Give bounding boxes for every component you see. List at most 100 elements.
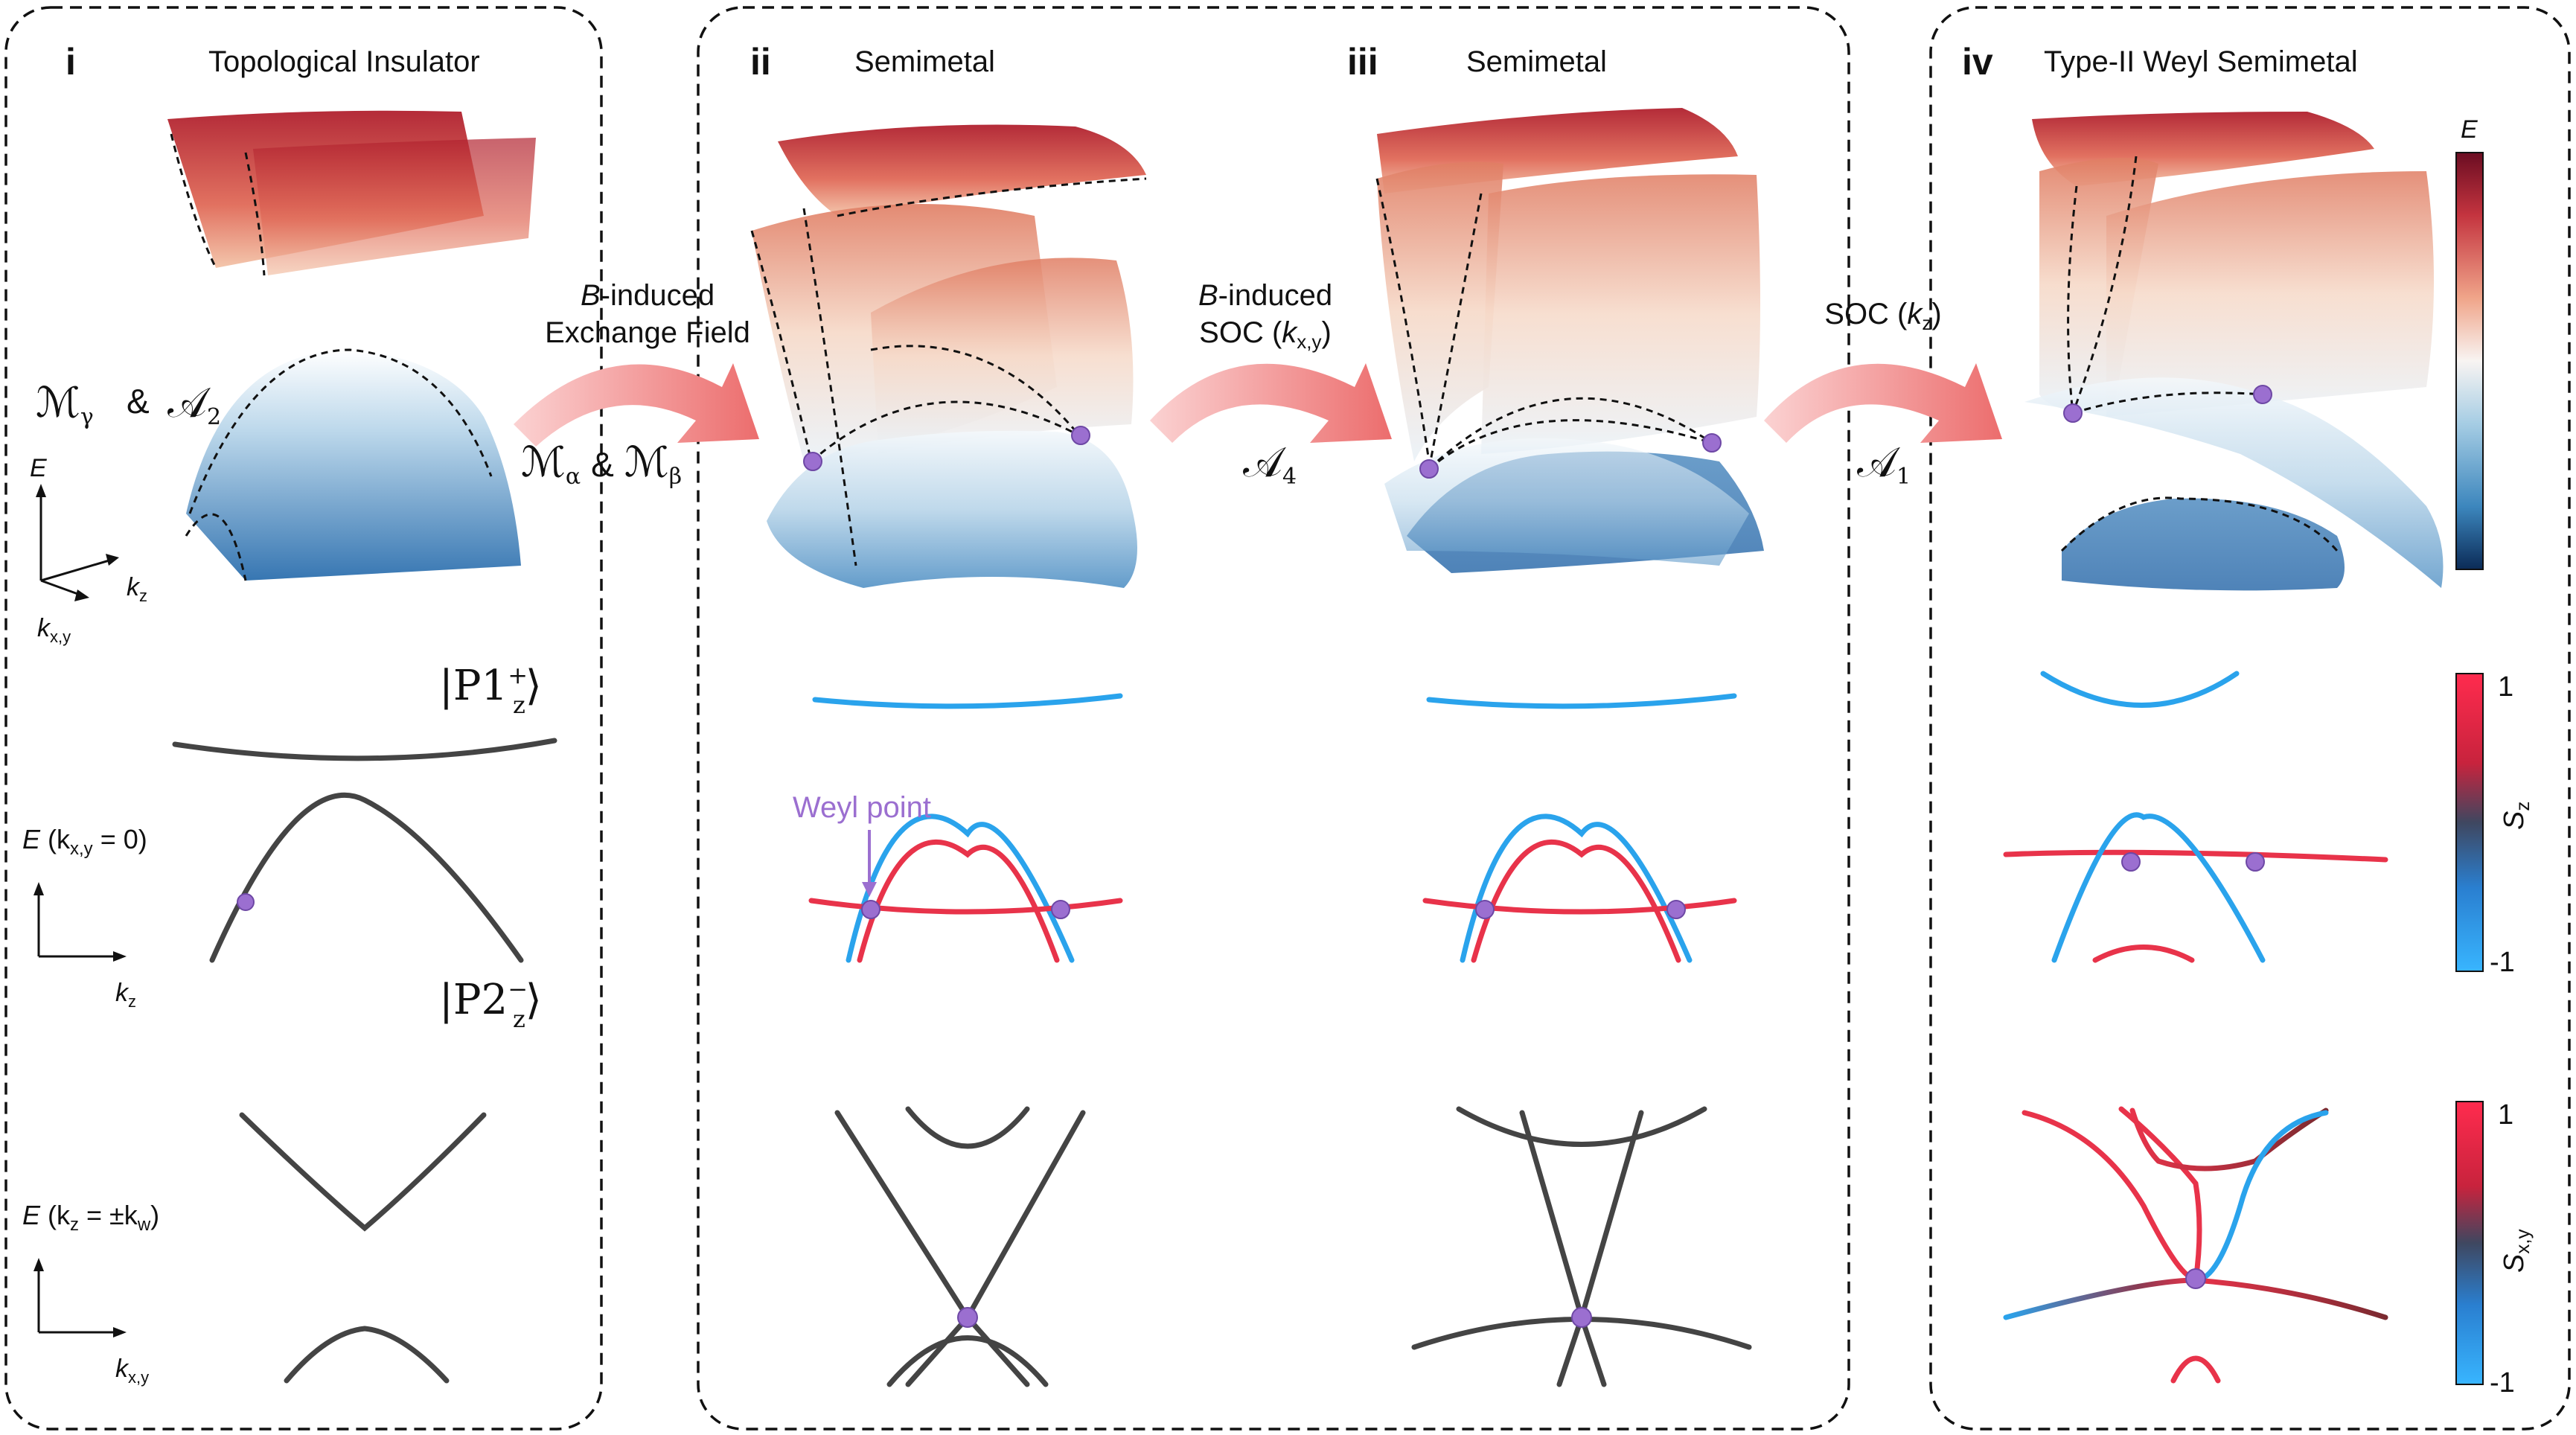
weyl-point-ii-kxy [957,1307,978,1328]
panel-i-title: Topological Insulator [208,45,480,78]
blue-parabola [1460,814,1693,963]
panel-i-number: i [65,41,76,83]
crossing-line-left [1519,1110,1607,1387]
panel-iii-kz-cut [1422,693,1737,963]
panel-i-kz-cut [172,738,557,963]
colorbar-sxy-min: -1 [2490,1367,2515,1399]
arrow2-symmetry: 𝒜4 [1243,438,1297,490]
panel-i-symmetry-label: ℳγ & 𝒜2 [36,379,221,430]
right-lower-branch [2193,1277,2388,1320]
valence-band-surface [186,350,521,581]
band-edges [2060,156,2339,552]
colorbar-energy [2455,152,2484,570]
red-flat-band [808,898,1123,915]
transition-arrow-1 [514,363,759,447]
transition-arrow-2 [1150,363,1392,443]
crossing-line-right [1556,1110,1644,1387]
left-lower-branch [2003,1277,2199,1320]
colorbar-sxy-max: 1 [2498,1099,2513,1131]
arrow1-line1: B-induced [581,279,715,312]
lower-band-front [1384,438,1749,566]
blue-flat-band [812,693,1123,709]
panel-iv-kz-cut [2003,671,2388,963]
panel-iv-title: Type-II Weyl Semimetal [2044,45,2358,78]
upper-arc-blue [2193,1180,2202,1283]
lower-arc [2170,1355,2221,1384]
lower-band [2062,498,2345,591]
weyl-point-3d-iv-right [2253,385,2272,404]
blue-branch [2193,1110,2329,1283]
weyl-point-iii-kz-right [1666,900,1686,919]
band-edges [750,177,1147,566]
lower-band [767,430,1137,588]
cut2-kxy-label: kx,y [115,1355,149,1387]
upper-band-right [2106,171,2434,417]
arrow1-line2: Exchange Field [545,316,750,349]
arrow2-line1: B-induced [1198,279,1332,312]
upper-arc [1456,1106,1707,1147]
colorbar-sxy-label: Sx,y [2499,1229,2534,1273]
panel-ii-title: Semimetal [854,45,995,78]
panel-i-3d-bands [167,110,536,581]
weyl-point-iii-kz-left [1475,900,1495,919]
upper-band-middle [1377,162,1503,461]
weyl-point-iii-kxy [1571,1307,1592,1328]
weyl-point-3d-ii-right [1071,426,1090,445]
state-P1-plus: |P1+z⟩ [439,661,542,719]
panel-ii-kz-cut [808,693,1123,963]
blue-parabola [846,814,1075,963]
panel-i-kxy-cut [239,1112,487,1384]
weyl-point-label: Weyl point [793,791,931,824]
gapped-lower-curve [284,1326,450,1384]
weyl-point-iv-kxy [2185,1268,2206,1289]
panel-frame-iv [1929,6,2571,1431]
gapped-upper-curve [239,1112,487,1232]
cut1-energy-label: E(kx,y = 0) [22,824,147,859]
weyl-point-ii-kz-right [1051,900,1070,919]
arrow1-symmetry: ℳα&ℳβ [521,438,682,490]
panel-iii-title: Semimetal [1466,45,1607,78]
cut2-axis [33,1258,127,1337]
colorbar-sz-max: 1 [2498,671,2513,703]
arrow3-symmetry: 𝒜1 [1857,438,1911,490]
red-flat-band [2003,849,2388,863]
axis-3d-kz-label: kz [127,573,147,605]
weyl-point-3d-iii-left [1419,459,1439,479]
panel-iii-number: iii [1347,41,1378,83]
panel-ii-3d-bands [750,124,1147,588]
colorbar-sxy [2455,1101,2484,1385]
panel-ii-kxy-cut [834,1106,1086,1387]
panel-iii-kxy-cut [1411,1106,1752,1387]
weyl-point-3d-ii-left [803,452,822,471]
conduction-band-edge [170,133,266,276]
weyl-point-iv-kz-right [2246,852,2265,872]
symmetry-A-2: 𝒜2 [167,379,221,430]
valence-band-edge [185,348,493,581]
panel-frame-ii-iii [697,6,1850,1431]
blue-flat-band [1426,693,1737,709]
cut2-energy-label: E(kz = ±kw) [22,1200,159,1235]
upper-band-right [1481,174,1760,454]
transition-arrow-3 [1764,363,2002,443]
red-parabola [857,839,1060,963]
symmetry-M-gamma: ℳγ [36,379,94,430]
weyl-point-marker [237,893,255,911]
upper-gapped-band [2129,1108,2329,1172]
colorbar-sz-label: Sz [2499,802,2534,830]
blue-parabola [2051,812,2266,963]
red-parabola [1471,839,1681,963]
upper-band-right [871,258,1134,454]
colorbar-sz-min: -1 [2490,947,2515,978]
colorbar-sz [2455,673,2484,972]
weyl-point-pointer [862,830,877,897]
cut1-axis [33,882,127,962]
arrow3-line1: SOC (kz) [1824,298,1941,334]
upper-arc-red [2118,1106,2199,1186]
valence-band-curve [209,792,524,963]
weyl-point-3d-iii-right [1702,433,1722,453]
lower-arc [886,1335,1049,1387]
state-P2-minus: |P2−z⟩ [439,975,542,1033]
panel-iii-3d-bands [1375,108,1764,573]
conduction-band-curve [172,738,557,761]
